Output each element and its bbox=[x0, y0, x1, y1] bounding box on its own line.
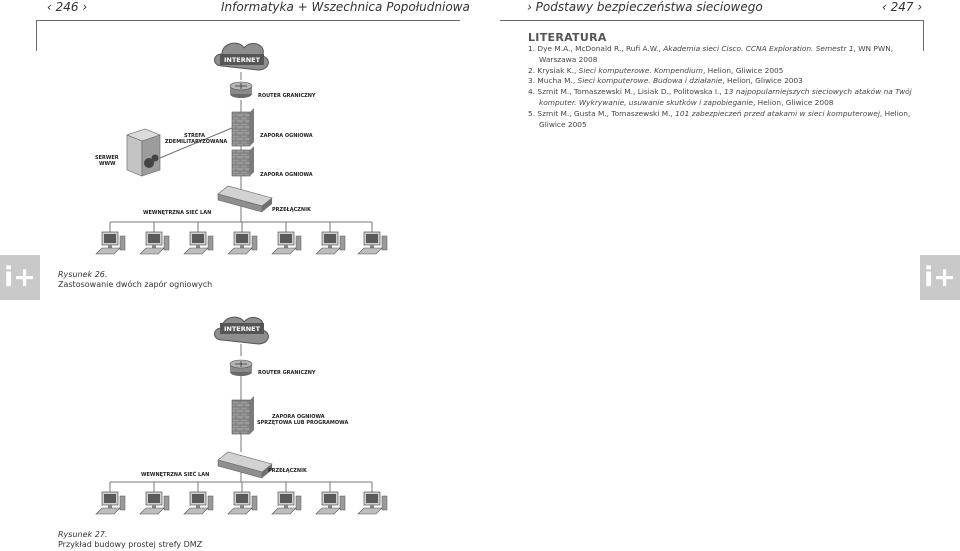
i-plus-badge-right: i+ bbox=[920, 255, 960, 300]
literature-item-title: 13 najpopularniejszych sieciowych ataków… bbox=[539, 87, 912, 107]
workstation-icon bbox=[227, 491, 258, 515]
workstation-icon bbox=[357, 231, 388, 255]
fig26-router-label: ROUTER GRANICZNY bbox=[258, 93, 316, 99]
literature-item-number: 2. bbox=[528, 65, 536, 75]
literature-item-title: Sieci komputerowe. Budowa i działanie bbox=[577, 76, 723, 86]
right-page-number: ‹ 247 › bbox=[882, 0, 923, 14]
figure-26-diagram: INTERNET ROUTER GRANICZNY ZAPORA OGNIOWA… bbox=[95, 42, 388, 255]
fig26-dmz-label-line1: STREFA bbox=[184, 133, 205, 139]
fig27-router-label: ROUTER GRANICZNY bbox=[258, 370, 316, 376]
i-plus-badge-left: i+ bbox=[0, 255, 40, 300]
workstation-icon bbox=[183, 491, 214, 515]
fig27-internet-label: INTERNET bbox=[224, 325, 261, 333]
literature-item: 1. Dye M.A., McDonald R., Rufi A.W., Aka… bbox=[528, 44, 923, 66]
literature-list: 1. Dye M.A., McDonald R., Rufi A.W., Aka… bbox=[528, 44, 923, 130]
fig26-dmz-label-line2: ZDEMILITARYZOWANA bbox=[165, 139, 227, 145]
literature-item-authors: Mucha M., bbox=[537, 76, 578, 86]
workstation-icon bbox=[95, 231, 126, 255]
literature-item-publisher: , Helion, Gliwice 2005 bbox=[539, 108, 911, 129]
left-running-title: Informatyka + Wszechnica Popołudniowa bbox=[221, 0, 470, 14]
workstation-icon bbox=[95, 491, 126, 515]
literature-item-publisher: , WN PWN, Warszawa 2008 bbox=[539, 44, 894, 64]
workstation-icon bbox=[271, 491, 302, 515]
switch-icon bbox=[217, 185, 273, 213]
left-page-header: ‹ 246 › Informatyka + Wszechnica Popołud… bbox=[0, 0, 480, 16]
fig27-lan-label: WEWNĘTRZNA SIEĆ LAN bbox=[141, 471, 209, 478]
fig26-lan-label: WEWNĘTRZNA SIEĆ LAN bbox=[143, 209, 211, 216]
literature-item-title: 101 zabezpieczeń przed atakami w sieci k… bbox=[675, 108, 880, 118]
fig26-workstations bbox=[95, 231, 388, 255]
figure-26-caption-text: Zastosowanie dwóch zapór ogniowych bbox=[58, 280, 213, 289]
literature-item: 5. Szmit M., Gusta M., Tomaszewski M., 1… bbox=[528, 109, 923, 131]
right-page-header: › Podstawy bezpieczeństwa sieciowego ‹ 2… bbox=[480, 0, 960, 16]
workstation-icon bbox=[227, 231, 258, 255]
left-frame-edge bbox=[36, 20, 37, 51]
literature-item-title: Sieci komputerowe. Kompendium bbox=[578, 65, 703, 75]
literature-item-publisher: , Helion, Gliwice 2005 bbox=[702, 65, 784, 75]
fig26-server-label-line1: SERWER bbox=[95, 155, 119, 161]
literature-item-number: 1. bbox=[528, 44, 536, 53]
literature-item-authors: Dye M.A., McDonald R., Rufi A.W., bbox=[537, 44, 664, 53]
figure-26-caption: Rysunek 26. Zastosowanie dwóch zapór ogn… bbox=[58, 270, 212, 290]
internet-cloud-icon bbox=[214, 316, 269, 345]
fig26-firewall2-label: ZAPORA OGNIOWA bbox=[260, 172, 313, 178]
figure-27-caption-number: Rysunek 27. bbox=[58, 530, 108, 539]
literature-item-number: 4. bbox=[528, 87, 536, 97]
left-header-rule bbox=[36, 20, 460, 21]
literature-item-number: 3. bbox=[528, 76, 536, 86]
right-header-rule bbox=[500, 20, 924, 21]
workstation-icon bbox=[139, 231, 170, 255]
figure-27-caption: Rysunek 27. Przykład budowy prostej stre… bbox=[58, 530, 202, 550]
firewall-1-icon bbox=[231, 108, 254, 147]
fig26-internet-label: INTERNET bbox=[224, 56, 261, 64]
left-page-number: ‹ 246 › bbox=[47, 0, 88, 14]
literature-item-authors: Szmit M., Gusta M., Tomaszewski M., bbox=[537, 108, 676, 118]
literature-item-authors: Szmit M., Tomaszewski M., Lisiak D., Pol… bbox=[537, 87, 725, 97]
literature-item-title: Akademia sieci Cisco. CCNA Exploration. … bbox=[663, 44, 854, 53]
firewall-2-icon bbox=[231, 146, 254, 177]
switch-icon bbox=[217, 451, 273, 479]
figure-26-caption-number: Rysunek 26. bbox=[58, 270, 108, 279]
literature-item: 3. Mucha M., Sieci komputerowe. Budowa i… bbox=[528, 76, 923, 87]
web-server-icon bbox=[126, 128, 161, 177]
workstation-icon bbox=[315, 491, 346, 515]
fig26-switch-label: PRZEŁĄCZNIK bbox=[272, 207, 312, 213]
right-running-title: › Podstawy bezpieczeństwa sieciowego bbox=[527, 0, 763, 14]
router-icon bbox=[229, 81, 253, 98]
workstation-icon bbox=[183, 231, 214, 255]
workstation-icon bbox=[139, 491, 170, 515]
literature-item-publisher: , Helion, Gliwice 2003 bbox=[722, 76, 803, 86]
workstation-icon bbox=[315, 231, 346, 255]
fig27-workstations bbox=[95, 491, 388, 515]
firewall-icon bbox=[231, 396, 254, 435]
fig26-firewall1-label: ZAPORA OGNIOWA bbox=[260, 133, 313, 139]
fig27-switch-label: PRZEŁĄCZNIK bbox=[268, 468, 308, 474]
fig27-firewall-label-line1: ZAPORA OGNIOWA bbox=[272, 414, 325, 420]
workstation-icon bbox=[271, 231, 302, 255]
right-frame-edge bbox=[923, 20, 924, 51]
internet-cloud-icon bbox=[214, 42, 269, 71]
literature-heading: LITERATURA bbox=[528, 31, 607, 44]
literature-item: 4. Szmit M., Tomaszewski M., Lisiak D., … bbox=[528, 87, 923, 109]
figure-27-diagram: INTERNET ROUTER GRANICZNY ZAPORA OGNIOWA… bbox=[95, 316, 388, 515]
figure-27-caption-text: Przykład budowy prostej strefy DMZ bbox=[58, 540, 203, 549]
workstation-icon bbox=[357, 491, 388, 515]
literature-item-number: 5. bbox=[528, 108, 536, 118]
fig26-server-label-line2: WWW bbox=[99, 161, 116, 167]
literature-item: 2. Krysiak K., Sieci komputerowe. Kompen… bbox=[528, 66, 923, 77]
literature-item-authors: Krysiak K., bbox=[537, 65, 579, 75]
router-icon bbox=[229, 359, 253, 376]
fig27-firewall-label-line2: SPRZĘTOWA LUB PROGRAMOWA bbox=[257, 420, 348, 426]
literature-item-publisher: , Helion, Gliwice 2008 bbox=[752, 97, 834, 107]
